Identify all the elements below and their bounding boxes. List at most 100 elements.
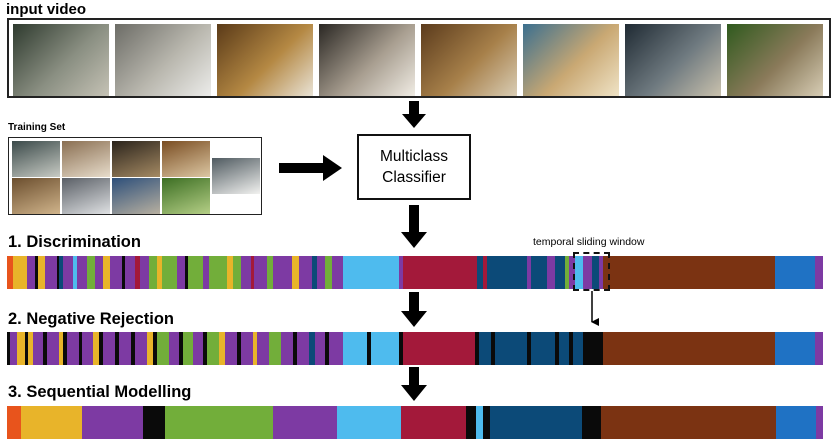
rejection-segment-black	[99, 332, 103, 365]
rejection-segment-purple	[33, 332, 43, 365]
arrow-down-to-sequential	[401, 367, 427, 401]
rejection-segment-green	[207, 332, 219, 365]
rejection-segment-crimson	[403, 332, 475, 365]
sequential-segment-blue	[776, 406, 816, 439]
discrimination-segment-black	[35, 256, 38, 289]
discrimination-segment-black	[185, 256, 188, 289]
discrimination-segment-crimson	[483, 256, 487, 289]
rejection-segment-black	[399, 332, 403, 365]
classifier-label-line1: Multiclass	[379, 148, 449, 165]
discrimination-segment-purple	[110, 256, 122, 289]
sequential-segment-black	[466, 406, 476, 439]
discrimination-segment-purple	[599, 256, 603, 289]
discrimination-segment-purple	[399, 256, 403, 289]
arrow-down-to-classifier	[402, 101, 426, 128]
discrimination-segment-black	[57, 256, 59, 289]
rejection-segment-purple	[257, 332, 269, 365]
rejection-segment-green	[183, 332, 193, 365]
sequential-segment-black	[483, 406, 490, 439]
rejection-segment-skyblue	[371, 332, 399, 365]
discrimination-segment-yellow	[292, 256, 299, 289]
discrimination-segment-green	[209, 256, 227, 289]
discrimination-segment-purple	[177, 256, 185, 289]
rejection-segment-black	[491, 332, 495, 365]
rejection-segment-black	[203, 332, 207, 365]
discrimination-segment-orange	[7, 256, 13, 289]
sequential-segment-brown	[601, 406, 776, 439]
rejection-segment-purple	[297, 332, 309, 365]
rejection-segment-purple	[103, 332, 115, 365]
negative-rejection-title: 2. Negative Rejection	[8, 310, 174, 328]
discrimination-band	[7, 256, 823, 289]
rejection-segment-yellow	[253, 332, 257, 365]
discrimination-segment-purple	[273, 256, 292, 289]
discrimination-segment-green	[267, 256, 273, 289]
discrimination-segment-yellow	[38, 256, 45, 289]
discrimination-segment-blue	[775, 256, 815, 289]
rejection-segment-skyblue	[343, 332, 367, 365]
rejection-segment-yellow	[28, 332, 33, 365]
temporal-sliding-window-box	[573, 252, 610, 291]
discrimination-segment-purple	[547, 256, 555, 289]
rejection-segment-yellow	[93, 332, 99, 365]
discrimination-segment-purple	[45, 256, 57, 289]
discrimination-segment-yellow	[103, 256, 110, 289]
rejection-segment-black	[25, 332, 28, 365]
rejection-segment-purple	[135, 332, 147, 365]
rejection-segment-yellow	[219, 332, 225, 365]
ruins-frame	[625, 24, 721, 96]
negative-rejection-band	[7, 332, 823, 365]
sequential-segment-purple	[816, 406, 823, 439]
rejection-segment-purple	[119, 332, 131, 365]
discrimination-segment-purple	[77, 256, 87, 289]
rejection-segment-purple	[281, 332, 293, 365]
rejection-segment-green	[269, 332, 281, 365]
discrimination-segment-purple	[140, 256, 149, 289]
rejection-segment-purple	[193, 332, 203, 365]
rejection-segment-navy	[479, 332, 491, 365]
rejection-segment-navy	[559, 332, 569, 365]
discrimination-segment-purple	[95, 256, 103, 289]
discrimination-segment-navy	[477, 256, 483, 289]
sequential-segment-yellow	[21, 406, 82, 439]
discrimination-segment-green	[149, 256, 157, 289]
rejection-segment-black	[555, 332, 559, 365]
sequential-modelling-title: 3. Sequential Modelling	[8, 383, 192, 401]
discrimination-segment-purple	[125, 256, 135, 289]
discrimination-segment-green	[325, 256, 332, 289]
rejection-segment-black	[115, 332, 119, 365]
discrimination-segment-navy	[487, 256, 527, 289]
discrimination-segment-navy	[59, 256, 63, 289]
rejection-segment-purple	[47, 332, 59, 365]
training-thumb-window	[212, 158, 260, 194]
training-set-box	[8, 137, 262, 215]
rejection-segment-black	[325, 332, 329, 365]
discrimination-segment-green	[233, 256, 241, 289]
rejection-segment-green	[157, 332, 169, 365]
discrimination-segment-purple	[27, 256, 35, 289]
multiclass-classifier-box: Multiclass Classifier	[357, 134, 471, 200]
rejection-segment-brown	[603, 332, 775, 365]
discrimination-segment-navy	[531, 256, 547, 289]
rejection-segment-black	[475, 332, 479, 365]
discrimination-segment-purple	[583, 256, 592, 289]
staircase-frame	[115, 24, 211, 96]
discrimination-segment-crimson	[403, 256, 477, 289]
discrimination-segment-brown	[603, 256, 775, 289]
rejection-segment-blue	[775, 332, 815, 365]
discrimination-title: 1. Discrimination	[8, 233, 141, 251]
rejection-segment-black	[237, 332, 241, 365]
discrimination-segment-skyblue	[73, 256, 77, 289]
training-thumb-corridor	[62, 141, 110, 177]
discrimination-segment-navy	[555, 256, 565, 289]
discrimination-segment-skyblue	[343, 256, 399, 289]
classifier-label-line2: Classifier	[382, 169, 446, 186]
discrimination-segment-purple	[254, 256, 267, 289]
arrow-down-to-rejection	[401, 292, 427, 327]
discrimination-segment-crimson	[135, 256, 140, 289]
sequential-segment-purple	[82, 406, 143, 439]
sequential-segment-skyblue	[476, 406, 483, 439]
rejection-segment-yellow	[59, 332, 63, 365]
rejection-segment-black	[179, 332, 183, 365]
discrimination-segment-purple	[569, 256, 575, 289]
